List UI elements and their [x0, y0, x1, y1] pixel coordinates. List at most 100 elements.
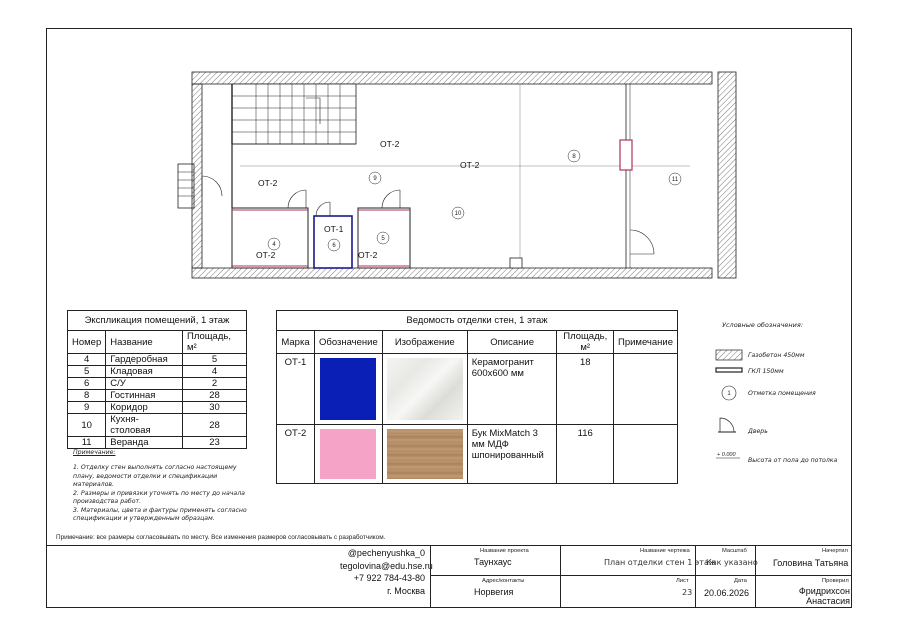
legend-title: Условные обозначения:: [722, 321, 804, 329]
cell-num: 4: [66, 353, 107, 366]
room-marker: 8: [572, 154, 576, 160]
room-marker: 11: [672, 177, 679, 183]
title-block-top-line: [46, 545, 852, 546]
contact-city: г. Москва: [387, 585, 425, 596]
checked-by: Фридрихсон Анастасия: [796, 586, 850, 606]
legend-symbols: 1 + 0.000: [715, 349, 743, 459]
notes-title: Примечание:: [73, 449, 116, 456]
header-cell: Площадь, м²: [556, 330, 614, 354]
drawn-by: Головина Татьяна: [773, 558, 849, 568]
finish-title: Ведомость отделки стен, 1 этаж: [276, 310, 678, 331]
room-marker: 6: [332, 243, 336, 249]
sheet-number: 23: [682, 588, 693, 597]
explication-title: Экспликация помещений, 1 этаж: [67, 310, 247, 331]
project-name: Таунхаус: [474, 557, 512, 567]
ot1-swatch: [320, 358, 377, 420]
room-marker: 10: [455, 211, 462, 217]
header-cell: Изображение: [381, 330, 468, 354]
room-marker: 5: [381, 236, 385, 242]
header-cell: Марка: [276, 330, 315, 354]
address-label: Адрес/контакты: [482, 578, 525, 584]
address-value: Норвегия: [474, 587, 514, 597]
header-cell: Обозначение: [314, 330, 383, 354]
wall-tag: ОТ-2: [256, 250, 276, 260]
drawn-label: Начертил: [822, 548, 848, 554]
cell-area: 18: [556, 353, 614, 425]
cell-num: 10: [66, 413, 107, 437]
date-label: Дата: [734, 578, 747, 584]
table-row: 5 Кладовая 4: [66, 365, 248, 378]
sheet-label: Лист: [676, 578, 689, 584]
legend-label: Газобетон 450мм: [748, 352, 805, 359]
note-line: материалов.: [73, 481, 114, 488]
cell-num: 11: [66, 436, 107, 449]
cell-area: 23: [181, 436, 248, 449]
legend-label: Высота от пола до потолка: [748, 457, 838, 464]
aerated-concrete-icon: [715, 349, 743, 361]
room-4-outline: [231, 207, 309, 269]
entrance-steps: [177, 163, 195, 209]
legend-label: ГКЛ 150мм: [748, 368, 784, 375]
explication-table: Экспликация помещений, 1 этаж Номер Назв…: [66, 310, 248, 449]
cell-name: Гардеробная: [105, 353, 183, 366]
porcelain-tile-image: [386, 358, 463, 420]
project-label: Название проекта: [480, 548, 529, 554]
contacts: @pechenyushka_0 tegolovina@edu.hse.ru +7…: [340, 547, 433, 597]
date-value: 20.06.2026: [704, 588, 750, 598]
cell-num: 9: [66, 401, 107, 414]
legend-label: Отметка помещения: [748, 390, 816, 397]
veneer-image: [386, 429, 463, 479]
cell-area: 2: [181, 377, 248, 390]
veranda-wall: [717, 71, 737, 279]
cell-description: Керамогранит 600х600 мм: [466, 353, 558, 425]
note-line: спецификации и утвержденным образцам.: [73, 515, 215, 522]
table-row: 10 Кухня-столовая 28: [66, 413, 248, 437]
room-marker-sample: 1: [727, 391, 731, 397]
sheet-frame: [46, 28, 852, 608]
contact-phone: +7 922 784-43-80: [353, 573, 425, 584]
cell-name: Гостинная: [105, 389, 183, 402]
note-line: 1. Отделку стен выполнять согласно насто…: [73, 464, 237, 471]
checked-label: Проверил: [822, 578, 849, 584]
door-icon: [287, 189, 307, 209]
cell-note: [613, 424, 678, 484]
cell-area: 5: [181, 353, 248, 366]
cell-note: [613, 353, 678, 425]
drawing-label: Название чертежа: [640, 548, 690, 554]
checked-by-line: Фридрихсон: [798, 586, 850, 596]
room-6-outline: [313, 215, 353, 269]
table-row: 11 Веранда 23: [66, 436, 248, 449]
note-line: производства работ.: [73, 498, 142, 505]
door-icon: [381, 189, 401, 209]
header-cell: Номер: [66, 330, 107, 354]
note-line: 2. Размеры и привязки уточнять по месту …: [73, 489, 245, 497]
checked-by-line: Анастасия: [806, 596, 850, 606]
bottom-wall: [191, 267, 713, 279]
note-line: 3. Материалы, цвета и фактуры применять …: [73, 506, 247, 514]
cell-area: 28: [181, 413, 248, 437]
wall-tag: ОТ-2: [380, 139, 400, 149]
wall-tag: ОТ-2: [258, 178, 278, 188]
header-cell: Описание: [466, 330, 558, 354]
cell-name: Коридор: [105, 401, 183, 414]
floor-plan: 9 8 11 10 4 6 5 ОТ-2 ОТ-2 ОТ-2 ОТ-1 ОТ-2…: [177, 71, 737, 279]
room-marker: 4: [272, 242, 276, 248]
cell-area: 30: [181, 401, 248, 414]
cell-num: 8: [66, 389, 107, 402]
entrance-door-icon: [201, 175, 223, 197]
cell-description: Бук MixMatch 3 мм МДФ шпонированный: [466, 424, 558, 484]
door-icon: [315, 201, 331, 217]
table-row: ОТ-2 Бук MixMatch 3 мм МДФ шпонированный…: [276, 424, 678, 484]
header-cell: Площадь, м²: [181, 330, 248, 354]
scale-label: Масштаб: [722, 548, 747, 554]
cell-area: 28: [181, 389, 248, 402]
cell-area: 116: [556, 424, 614, 484]
top-wall: [191, 71, 713, 85]
staircase: [231, 83, 357, 145]
ot2-swatch: [320, 429, 377, 479]
cell-name: Веранда: [105, 436, 183, 449]
door-icon: [719, 417, 735, 433]
header-cell: Название: [105, 330, 183, 354]
table-row: 9 Коридор 30: [66, 401, 248, 414]
table-row: 4 Гардеробная 5: [66, 353, 248, 366]
